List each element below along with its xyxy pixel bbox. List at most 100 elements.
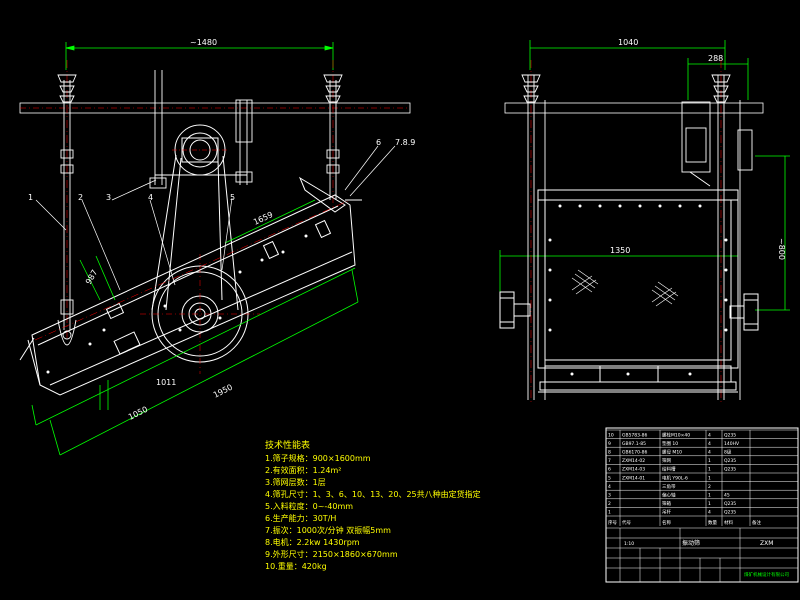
end-suspension-rods: [521, 60, 741, 405]
tech-line-6: 6.生产能力：30T/H: [265, 513, 336, 523]
tech-line-4: 4.筛孔尺寸：1、3、6、10、13、20、25共八种由定货指定: [265, 489, 481, 499]
motor-stand: [149, 70, 253, 189]
end-screen-box: [537, 189, 739, 393]
drawing-number: ZXM: [760, 540, 773, 547]
parts-cell: 3: [608, 493, 611, 499]
title-area: [606, 527, 798, 582]
parts-cell: 1: [708, 475, 711, 481]
part-label-5: 5: [230, 193, 235, 202]
parts-cell: 1: [608, 510, 611, 516]
parts-cell: ZXM14-03: [622, 467, 645, 473]
parts-cell: Q235: [724, 467, 736, 473]
left-suspension-rod: [57, 60, 77, 346]
end-dim-1350: 1350: [610, 246, 630, 255]
support-beam: [19, 102, 411, 114]
parts-cell: 电机 Y90L-6: [662, 474, 688, 481]
tech-line-3: 3.筛网层数：1层: [265, 477, 326, 487]
company-name: 煤矿机械设计有限公司: [744, 571, 789, 578]
end-bolt-dots: [548, 204, 728, 376]
header-qty: 数量: [708, 519, 717, 526]
part-leaders: [35, 145, 396, 291]
motor-pulley-top: [172, 124, 228, 176]
parts-cell: Q235: [724, 501, 736, 507]
side-dim-987: 987: [84, 268, 99, 286]
part-label-4: 4: [148, 193, 153, 202]
parts-cell: GB97.1-85: [622, 441, 646, 447]
parts-header: 序号 代号 名称 数量 材料 备注: [608, 519, 761, 526]
end-dim-1040: 1040: [618, 38, 638, 47]
part-label-789: 7.8.9: [395, 138, 415, 147]
parts-cell: 140HV: [724, 441, 740, 447]
tech-line-8: 8.电机：2.2kw 1430rpm: [265, 537, 360, 547]
header-name: 名称: [662, 519, 671, 526]
slope-dimensions: [31, 199, 359, 456]
parts-cell: 10: [608, 432, 614, 438]
header-no: 序号: [608, 519, 617, 526]
side-view: ~1480: [19, 38, 415, 456]
side-top-dimension: [65, 42, 334, 70]
tech-spec-notes: 技术性能表 1.筛子规格：900×1600mm 2.有效面积：1.24m² 3.…: [265, 439, 481, 571]
parts-cell: Q235: [724, 510, 736, 516]
end-view: 1040 288 1350 ~800: [499, 38, 790, 405]
parts-cell: 2: [708, 484, 711, 490]
parts-cell: ZXM14-01: [622, 475, 645, 481]
bolt-dots: [46, 234, 308, 374]
side-dim-1950: 1950: [212, 383, 234, 400]
parts-cell: 1: [708, 467, 711, 473]
parts-cell: 4: [708, 441, 711, 447]
end-support-beam: [504, 102, 764, 114]
parts-list-grid: [605, 429, 799, 526]
parts-cell: 8级: [724, 449, 732, 456]
parts-cell: 4: [708, 510, 711, 516]
end-left-pulley: [499, 291, 531, 329]
parts-cell: 9: [608, 441, 611, 447]
tech-line-5: 5.入料粒度：0~-40mm: [265, 501, 353, 511]
parts-cell: 1: [708, 458, 711, 464]
tech-line-10: 10.重量：420kg: [265, 561, 327, 571]
right-suspension-rod: [323, 60, 343, 210]
parts-cell: Q235: [724, 458, 736, 464]
tech-line-9: 9.外形尺寸：2150×1860×670mm: [265, 549, 398, 559]
header-note: 备注: [752, 519, 761, 526]
part-label-2: 2: [78, 193, 83, 202]
parts-cell: 螺母 M10: [662, 449, 682, 456]
end-dim-800: ~800: [777, 238, 786, 260]
end-dim-288: 288: [708, 54, 723, 63]
parts-cell: 7: [608, 458, 611, 464]
part-label-1: 1: [28, 193, 33, 202]
part-label-6: 6: [376, 138, 381, 147]
tech-line-1: 1.筛子规格：900×1600mm: [265, 453, 371, 463]
side-dim-top-label: ~1480: [190, 38, 217, 47]
part-label-3: 3: [106, 193, 111, 202]
tech-line-7: 7.振次：1000次/分钟 双振幅5mm: [265, 525, 391, 535]
parts-cell: 5: [608, 475, 611, 481]
parts-cell: GB5783-86: [622, 432, 648, 438]
parts-cell: 给料槽: [662, 466, 676, 473]
parts-cell: 4: [708, 450, 711, 456]
parts-cell: GB6170-86: [622, 450, 648, 456]
parts-cell: 筛网: [662, 457, 671, 464]
tech-title: 技术性能表: [265, 439, 310, 451]
tech-line-2: 2.有效面积：1.24m²: [265, 465, 341, 475]
parts-cell: 4: [708, 432, 711, 438]
end-right-pulley: [729, 293, 759, 331]
parts-cell: 2: [608, 501, 611, 507]
end-top-dimension: [499, 40, 790, 311]
header-material: 材料: [724, 519, 733, 526]
end-motor: [681, 101, 753, 187]
parts-cell: 螺栓M10×40: [662, 431, 690, 438]
parts-cell: 1: [708, 493, 711, 499]
parts-cell: 45: [724, 493, 730, 499]
drawing-name: 振动筛: [682, 539, 700, 547]
parts-cell: 8: [608, 450, 611, 456]
parts-cell: 偏心轴: [662, 492, 676, 499]
side-dim-1011: 1011: [156, 378, 176, 387]
screen-mesh-patch-1: [571, 269, 599, 295]
parts-cell: 垫圈 10: [662, 440, 678, 447]
drawing-scale: 1:10: [624, 541, 634, 547]
screen-mesh-patch-2: [651, 281, 679, 307]
parts-cell: 4: [608, 484, 611, 490]
